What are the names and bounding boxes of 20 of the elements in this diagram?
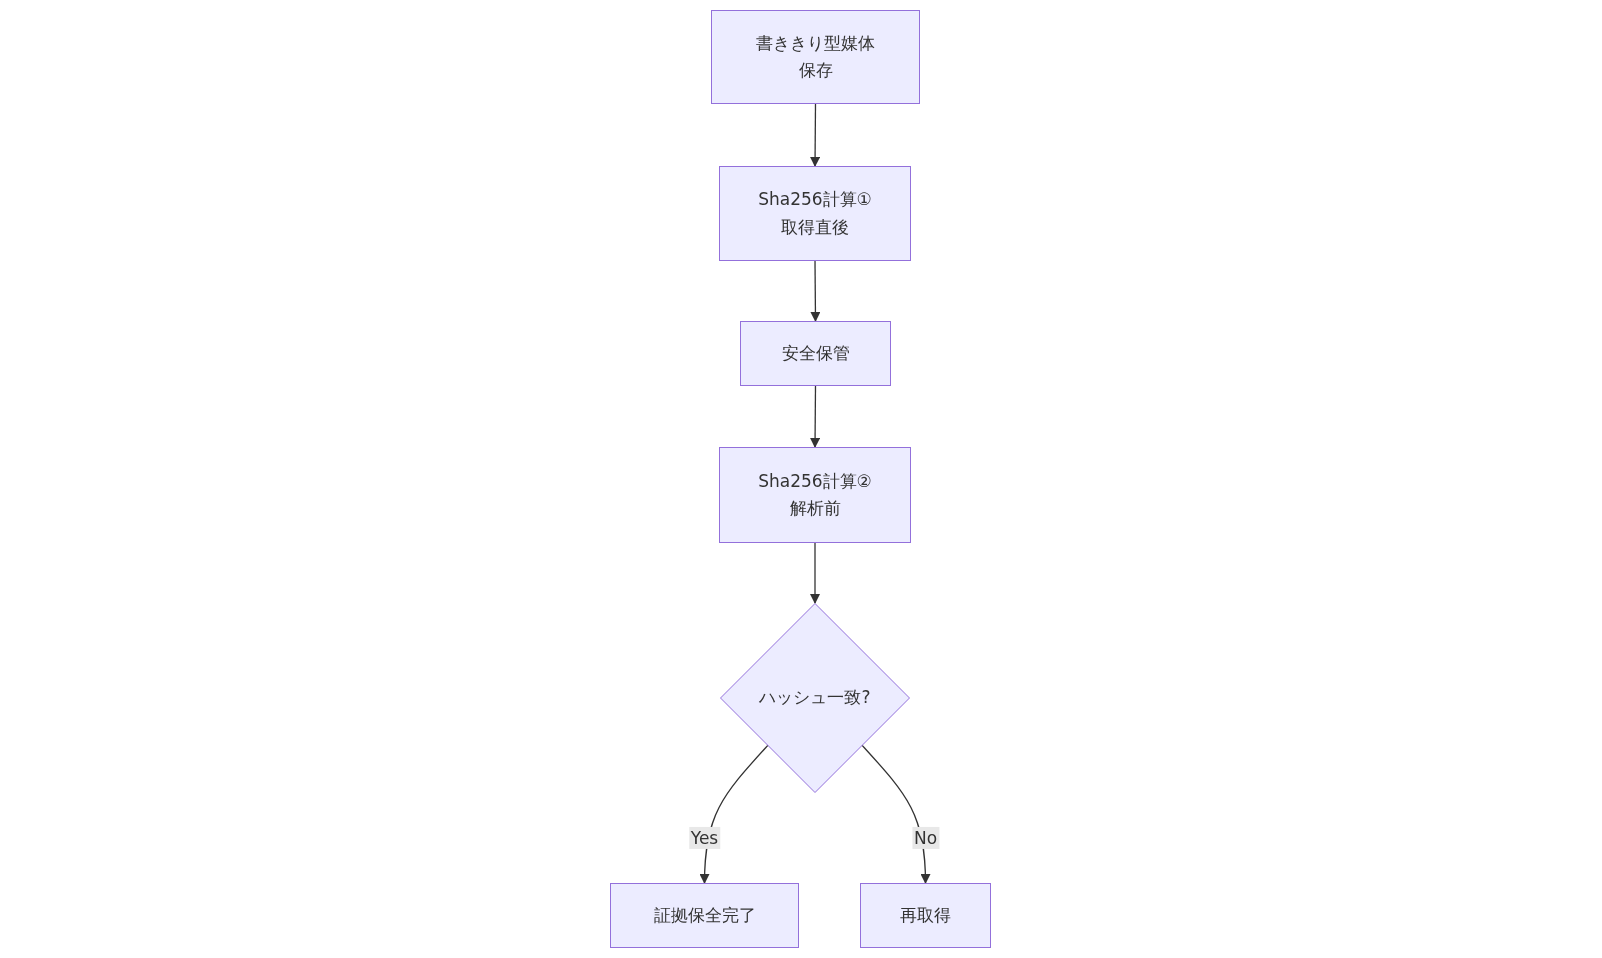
node-text: ハッシュ一致? <box>759 686 871 710</box>
process-box <box>740 321 891 386</box>
node-text: 再取得 <box>900 903 951 927</box>
arrow <box>810 385 821 448</box>
decision-diamond <box>720 603 910 793</box>
arrow <box>810 542 820 604</box>
node-text: 書ききり型媒体保存 <box>755 31 876 82</box>
node-text: 安全保管 <box>781 341 850 365</box>
node-text: 証拠保全完了 <box>653 903 756 927</box>
arrow <box>810 103 821 167</box>
process-box <box>719 166 911 261</box>
process-box <box>711 10 920 104</box>
node-text: Sha256計算②解析前 <box>757 469 873 520</box>
process-box <box>610 883 799 948</box>
node-text: Sha256計算①取得直後 <box>757 188 873 239</box>
process-box <box>719 447 911 543</box>
arrow <box>810 260 821 322</box>
edge-label: Yes <box>688 826 721 850</box>
edge-label: No <box>911 826 940 850</box>
process-box <box>860 883 991 948</box>
